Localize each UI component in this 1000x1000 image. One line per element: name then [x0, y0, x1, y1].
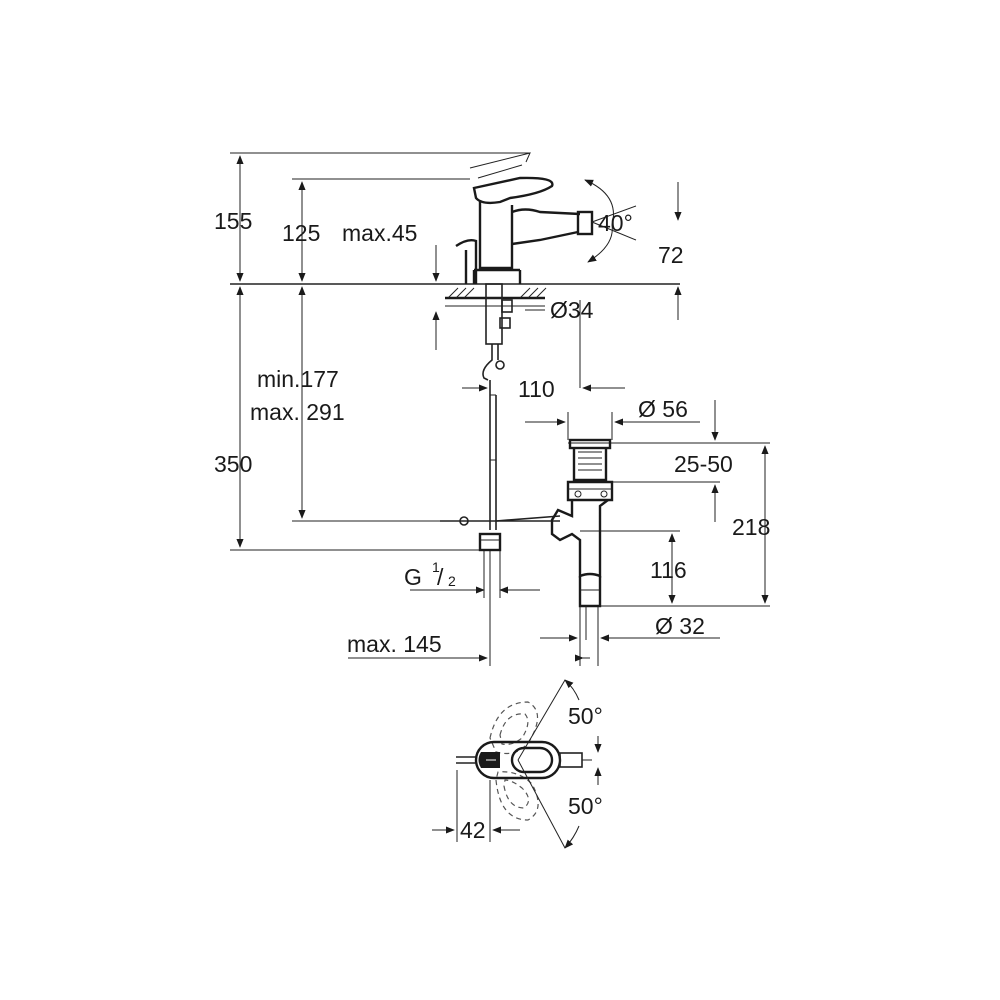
dim-diameter-56: Ø 56 — [638, 396, 688, 422]
dim-max-291: max. 291 — [250, 399, 345, 425]
dim-diameter-34: Ø34 — [550, 297, 594, 323]
dim-diameter-32: Ø 32 — [655, 613, 705, 639]
dim-110: 110 — [518, 376, 555, 402]
dim-125: 125 — [282, 220, 320, 246]
dim-218: 218 — [732, 514, 770, 540]
plan-view — [432, 679, 602, 849]
dim-72: 72 — [658, 242, 684, 268]
dim-thread-numerator: 1 — [432, 559, 440, 575]
dim-thread-slash: / — [437, 564, 444, 590]
dim-42: 42 — [460, 817, 486, 843]
dimension-labels: 155 125 max.45 40° 72 Ø34 min.177 max. 2… — [214, 208, 770, 843]
dim-155: 155 — [214, 208, 252, 234]
basin-deck — [440, 283, 561, 552]
dim-25-50: 25-50 — [674, 451, 733, 477]
dim-350: 350 — [214, 451, 252, 477]
dim-thread-g: G — [404, 564, 422, 590]
dim-max-45: max.45 — [342, 220, 417, 246]
dim-angle-50-top: 50° — [568, 703, 603, 729]
dim-angle-50-bottom: 50° — [568, 793, 603, 819]
dim-angle-40: 40° — [598, 210, 633, 236]
dim-thread-denominator: 2 — [448, 573, 456, 589]
extension-lines — [230, 152, 770, 666]
dim-min-177: min.177 — [257, 366, 339, 392]
dim-116: 116 — [650, 557, 687, 583]
popup-waste — [550, 438, 614, 640]
faucet-body — [455, 152, 637, 284]
dim-max-145: max. 145 — [347, 631, 442, 657]
dimension-arrows — [236, 155, 769, 662]
